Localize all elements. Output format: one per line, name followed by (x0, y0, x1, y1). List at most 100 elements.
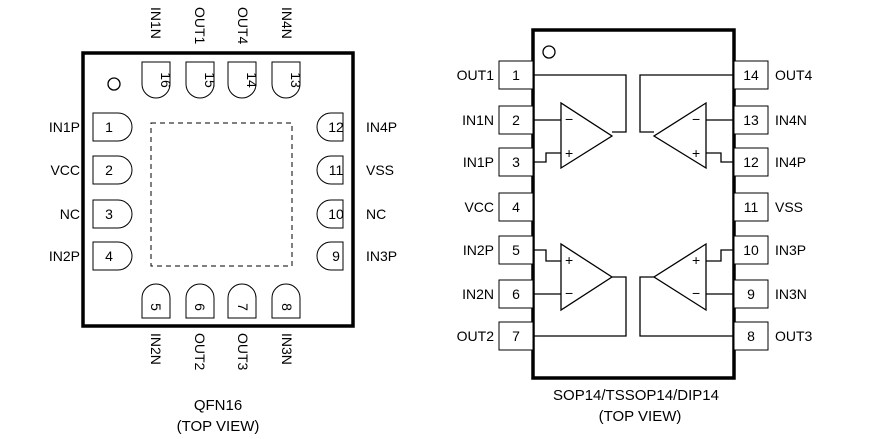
sop-pin-number: 9 (747, 286, 755, 302)
qfn-pin-number: 12 (328, 119, 344, 135)
sop-pin-name: OUT2 (457, 328, 495, 344)
sop-pin-number: 3 (512, 154, 520, 170)
qfn-pin-name: OUT3 (235, 333, 251, 371)
sop-pin-number: 11 (744, 199, 759, 215)
sop-pin-name: OUT4 (775, 67, 813, 83)
sop-pin-number: 13 (743, 112, 759, 128)
opamp-2 (560, 242, 614, 312)
qfn-pin-name: IN2P (49, 248, 80, 264)
opamp-1-plus-sign: + (565, 145, 573, 161)
qfn-pin-name: IN1P (49, 119, 80, 135)
opamp-3 (652, 242, 707, 312)
sop-pin-box-8 (733, 321, 769, 351)
sop-pin-box-1 (498, 60, 534, 90)
qfn-pad-4 (92, 241, 133, 271)
qfn-pin-name: VSS (366, 162, 394, 178)
qfn-caption-package: QFN16 (194, 397, 242, 414)
qfn-pad-15 (185, 61, 215, 99)
qfn-pin-number: 16 (158, 72, 174, 88)
sop-pin-number: 1 (512, 67, 520, 83)
sop-pin-number: 8 (747, 328, 755, 344)
sop-pin-name: VSS (775, 199, 803, 215)
qfn-pin-number: 3 (105, 206, 113, 222)
qfn-pad-5 (141, 283, 171, 319)
opamp-1 (560, 101, 614, 170)
sop-pin-name: IN1N (462, 112, 494, 128)
qfn-pin-name: NC (60, 206, 80, 222)
sop-pin-name: OUT3 (775, 328, 813, 344)
qfn-pad-3 (92, 199, 133, 229)
qfn-pin-name: IN1N (148, 7, 164, 39)
qfn-pin-name: OUT4 (235, 7, 251, 45)
sop-pin-box-6 (498, 279, 534, 309)
sop-pin-box-3 (498, 147, 534, 177)
qfn16-package: 1 2 3 4 IN1P VCC NC IN2P 12 11 10 9 IN4P… (49, 7, 397, 435)
qfn-pin-name: VCC (50, 162, 80, 178)
qfn-pin-number: 9 (332, 248, 340, 264)
opamp-2-minus-sign: − (565, 285, 573, 301)
sop14-package: − + − + + − + − 1 2 3 4 5 6 7 OUT1 IN1N … (457, 28, 813, 425)
sop-pin-name: IN3N (775, 286, 807, 302)
qfn-pin-number: 11 (329, 162, 344, 178)
qfn-pin-number: 1 (105, 119, 113, 135)
sop-pin-number: 10 (743, 242, 759, 258)
qfn-pin-number: 6 (192, 303, 208, 311)
qfn-pad-6 (185, 283, 215, 319)
qfn-pin-name: NC (366, 206, 386, 222)
sop-pin-box-7 (498, 321, 534, 351)
sop-pin-number: 6 (512, 286, 520, 302)
qfn-pin-number: 13 (288, 72, 304, 88)
qfn-pin-number: 8 (279, 303, 295, 311)
qfn-pad-14 (227, 61, 257, 99)
sop-pin-number: 2 (512, 112, 520, 128)
sop-pin-number: 12 (743, 154, 759, 170)
sop-pin-name: IN4P (775, 154, 806, 170)
sop-caption-view: (TOP VIEW) (599, 408, 682, 425)
qfn-pin1-marker (107, 77, 121, 91)
qfn-pad-16 (141, 61, 171, 99)
qfn-pin-number: 7 (235, 303, 251, 311)
sop-pin-name: IN2P (463, 242, 494, 258)
sop-pin-box-9 (733, 279, 769, 309)
sop-pin1-marker (542, 45, 556, 59)
qfn-pad-1 (92, 112, 133, 142)
opamp-3-plus-sign: + (692, 252, 700, 268)
qfn-pin-name: IN2N (148, 333, 164, 365)
sop-pin-number: 5 (512, 242, 520, 258)
sop-pin-box-5 (498, 235, 534, 265)
qfn-pad-9 (316, 241, 344, 271)
qfn-pad-10 (316, 199, 344, 229)
sop-pin-box-12 (733, 147, 769, 177)
sop-pin-name: IN3P (775, 242, 806, 258)
sop-pin-box-4 (498, 192, 534, 222)
sop-pin-box-2 (498, 105, 534, 135)
sop-pin-name: VCC (464, 199, 494, 215)
qfn-pin-number: 14 (244, 72, 260, 88)
sop-pin-name: IN2N (462, 286, 494, 302)
qfn-pin-name: IN3P (366, 248, 397, 264)
qfn-pin-name: IN3N (279, 333, 295, 365)
sop-pin-number: 4 (512, 199, 520, 215)
opamp-4-minus-sign: − (692, 111, 700, 127)
qfn-pad-7 (227, 283, 257, 319)
sop-pin-number: 7 (512, 328, 520, 344)
qfn-pin-name: IN4N (279, 7, 295, 39)
sop-pin-box-10 (733, 235, 769, 265)
opamp-4 (652, 101, 707, 170)
qfn-pad-12 (316, 112, 344, 142)
sop-caption-package: SOP14/TSSOP14/DIP14 (553, 387, 719, 404)
qfn-pin-name: OUT1 (192, 7, 208, 45)
qfn-pad-13 (271, 61, 301, 99)
qfn-pad-8 (271, 283, 301, 319)
opamp-4-plus-sign: + (692, 145, 700, 161)
sop-pin-name: IN1P (463, 154, 494, 170)
qfn-pin-number: 15 (202, 72, 218, 88)
qfn-pin-name: OUT2 (192, 333, 208, 371)
sop-pin-number: 14 (743, 67, 759, 83)
qfn-body (81, 51, 355, 328)
qfn-pin-number: 2 (105, 162, 113, 178)
qfn-pad-11 (316, 155, 344, 185)
qfn-pin-number: 5 (148, 303, 164, 311)
qfn-thermal-pad (150, 122, 293, 267)
